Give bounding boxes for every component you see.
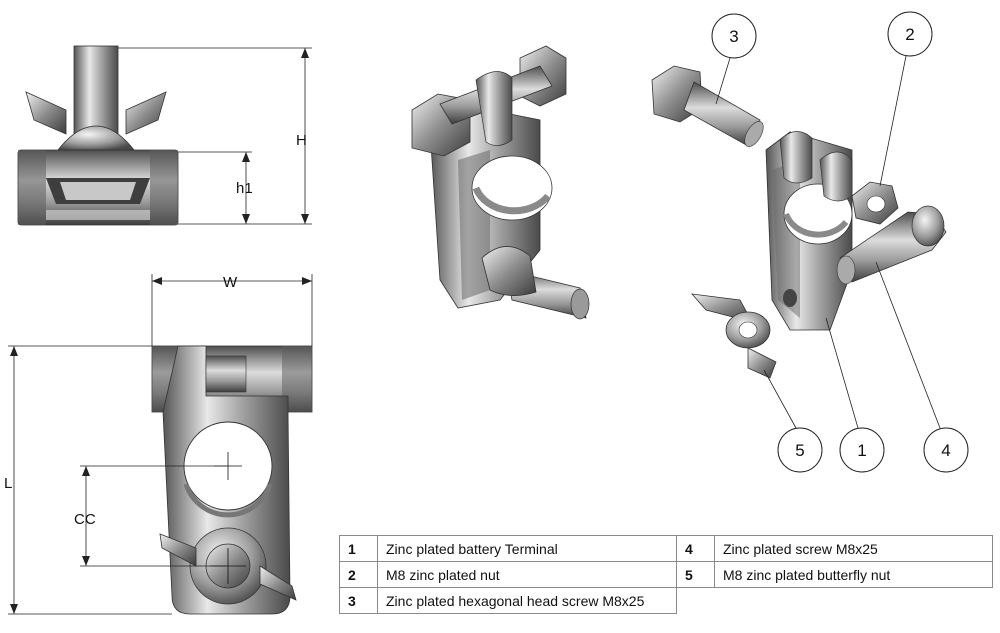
dimension-CC: CC — [74, 465, 226, 567]
callout-1-label: 1 — [857, 441, 866, 460]
dim-L-label: L — [4, 475, 12, 492]
table-row: 3 Zinc plated hexagonal head screw M8x25 — [339, 587, 993, 614]
part-description: M8 zinc plated nut — [377, 561, 677, 588]
callout-3: 3 — [711, 13, 757, 105]
callout-4-label: 4 — [941, 441, 950, 460]
exploded-view — [651, 65, 947, 379]
assembled-terminal-view — [411, 45, 590, 320]
dim-W-label: W — [223, 274, 238, 291]
callout-1: 1 — [825, 317, 885, 473]
part-number: 2 — [339, 561, 378, 588]
part-number: 3 — [339, 587, 378, 614]
empty-cell — [677, 588, 715, 614]
parts-table: 1 Zinc plated battery Terminal 4 Zinc pl… — [339, 535, 993, 614]
table-row: 2 M8 zinc plated nut 5 M8 zinc plated bu… — [339, 561, 993, 588]
part-number: 4 — [676, 535, 715, 562]
empty-cell — [715, 588, 993, 614]
dim-CC-label: CC — [74, 511, 96, 528]
part-description: Zinc plated battery Terminal — [377, 535, 677, 562]
dimension-L: L — [4, 345, 172, 615]
table-row: 1 Zinc plated battery Terminal 4 Zinc pl… — [339, 535, 993, 562]
part-description: Zinc plated hexagonal head screw M8x25 — [377, 587, 677, 614]
callout-5-label: 5 — [795, 441, 804, 460]
dimension-H: H — [118, 47, 312, 225]
dim-h1-label: h1 — [236, 180, 253, 197]
dimension-h1: h1 — [178, 151, 253, 224]
dimension-W: W — [151, 274, 313, 346]
callout-5: 5 — [763, 369, 823, 473]
callout-2-label: 2 — [905, 25, 914, 44]
callout-3-label: 3 — [729, 27, 738, 46]
part-description: M8 zinc plated butterfly nut — [714, 561, 993, 588]
part-number: 1 — [339, 535, 378, 562]
callout-4: 4 — [875, 261, 969, 473]
callout-2: 2 — [879, 11, 933, 187]
dim-H-label: H — [296, 132, 307, 149]
part-number: 5 — [676, 561, 715, 588]
part-description: Zinc plated screw M8x25 — [714, 535, 993, 562]
top-view — [151, 345, 313, 615]
side-view — [17, 45, 179, 226]
